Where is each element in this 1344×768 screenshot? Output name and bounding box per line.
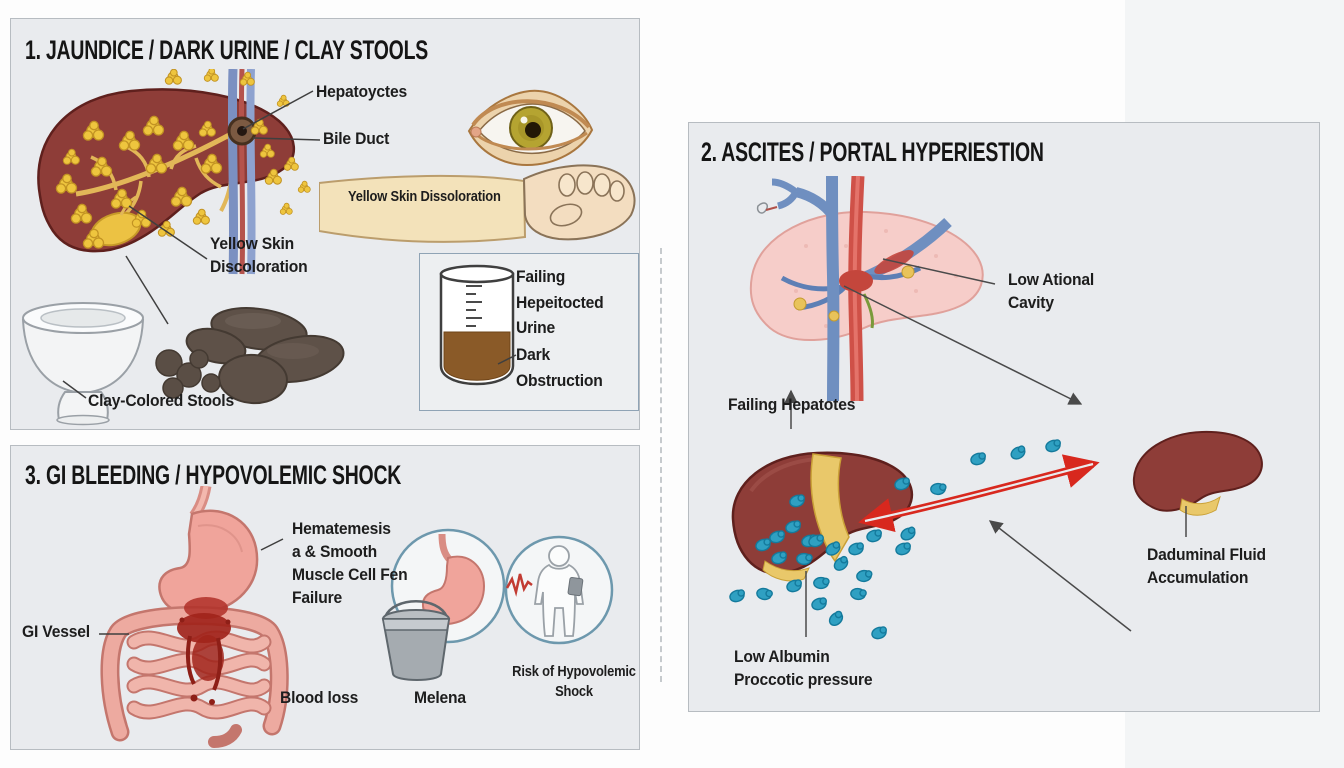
cirrhotic-liver-illustration — [731, 451, 914, 582]
urine-sample-box: Failing Hepeitocted Urine Dark Obstructi… — [419, 253, 639, 411]
bile-duct-vessel — [227, 69, 239, 275]
label-failing-hepatotes: Failing Hepatotes — [728, 395, 856, 414]
shock-circle-illustration — [504, 535, 614, 645]
panel3-title: 3. GI BLEEDING / HYPOVOLEMIC SHOCK — [25, 460, 402, 490]
melena-circle-illustration — [381, 528, 506, 681]
colon — [102, 608, 287, 739]
clay-stools-illustration — [155, 307, 345, 405]
dark-urine — [443, 331, 511, 381]
toilet-illustration — [21, 302, 145, 426]
label-low-ational: Low Ational Cavity — [1008, 270, 1095, 312]
portal-liver-illustration — [749, 176, 984, 401]
yellow-arm-illustration — [319, 164, 636, 243]
panel1-title: 1. JAUNDICE / DARK URINE / CLAY STOOLS — [25, 35, 428, 65]
gi-tract-illustration — [100, 486, 289, 748]
panel-jaundice: 1. JAUNDICE / DARK URINE / CLAY STOOLS — [10, 18, 640, 430]
label-fluid-accumulation: Daduminal Fluid Accumulation — [1147, 545, 1266, 587]
bp-cuff — [567, 577, 584, 597]
label-bile-duct: Bile Duct — [323, 129, 390, 148]
label-hepatocytes: Hepatoyctes — [316, 82, 407, 101]
label-melena: Melena — [414, 688, 466, 707]
small-intestine — [126, 630, 272, 748]
jaundiced-liver-illustration — [37, 69, 311, 275]
label-hematemesis: Hematemesis a & Smooth Muscle Cell Fen F… — [292, 519, 408, 607]
label-gi-vessel: GI Vessel — [22, 622, 90, 641]
panel-ascites: 2. ASCITES / PORTAL HYPERIESTION — [688, 122, 1320, 712]
panel2-title: 2. ASCITES / PORTAL HYPERIESTION — [701, 137, 1044, 167]
jaundiced-eye-icon — [467, 89, 594, 167]
panel-gi-bleeding: 3. GI BLEEDING / HYPOVOLEMIC SHOCK — [10, 445, 640, 750]
label-beaker-top: Failing Hepeitocted Urine — [516, 267, 604, 337]
portal-vein — [826, 176, 840, 401]
label-yellow-skin: Yellow Skin Discoloration — [210, 234, 308, 276]
small-liver-illustration — [1132, 430, 1263, 516]
label-blood-loss: Blood loss — [280, 688, 359, 707]
label-low-albumin: Low Albumin Proccotic pressure — [734, 647, 873, 689]
pulse-icon — [505, 573, 533, 597]
label-risk-shock: Risk of Hypovolemic Shock — [512, 663, 636, 701]
urine-beaker-illustration — [439, 264, 517, 386]
gi-bleeding — [177, 597, 231, 705]
label-beaker-bottom: Dark Obstruction — [516, 345, 603, 390]
bucket — [381, 600, 451, 681]
label-arm-text: Yellow Skin Dissoloration — [348, 188, 501, 205]
label-clay-stools: Clay-Colored Stools — [88, 391, 234, 410]
panel-divider — [660, 248, 662, 682]
